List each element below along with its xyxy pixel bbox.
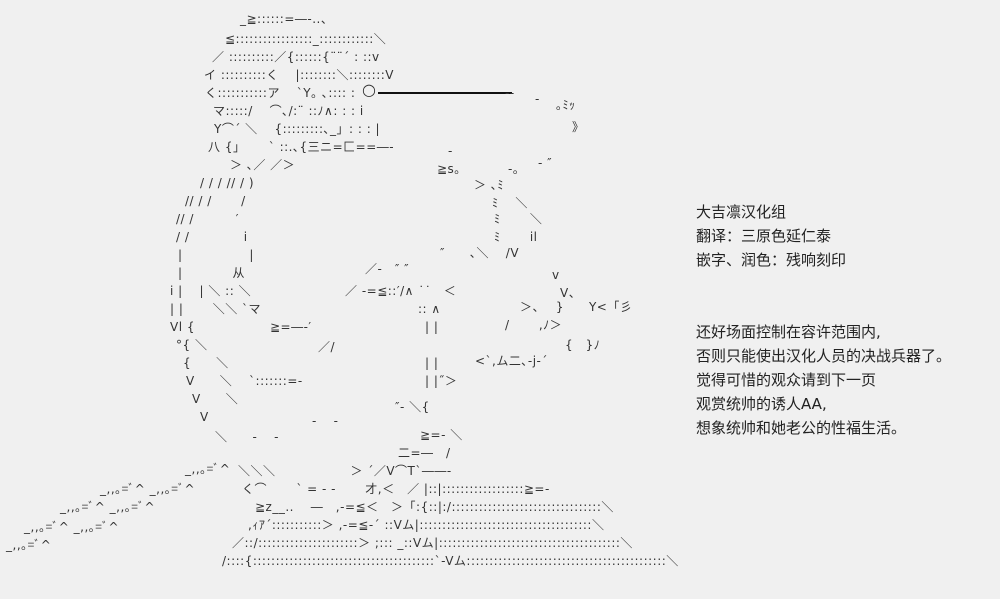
message-line: 观赏统帅的诱人AA, <box>696 395 827 413</box>
aa-line: ≦:::::::::::::::::_::::::::::::＼ <box>225 32 387 46</box>
aa-line: ″- ＼{ <box>395 400 430 414</box>
translator-notes: 大吉凛汉化组 翻译：三原色延仁泰 嵌字、润色：残响刻印 还好场面控制在容许范围内… <box>696 200 951 440</box>
aa-line: / / i <box>176 230 248 244</box>
aa-line: <`,ム二､-j-´ <box>475 354 548 368</box>
message-line: 想象统帅和她老公的性福生活。 <box>696 419 907 437</box>
aa-line: ＞ ､ﾐ <box>474 178 504 192</box>
aa-line: °{ ＼ <box>176 338 208 352</box>
aa-line: ≧=- ＼ <box>420 428 463 442</box>
aa-line: | |˝＞ <box>425 374 458 388</box>
aa-line: | | <box>178 248 254 262</box>
aa-line: ／::/::::::::::::::::::::::＞ ;::: _::Vム|:… <box>232 536 633 550</box>
aa-line: / / / // / ) <box>200 176 255 190</box>
aa-line: | | <box>425 356 439 370</box>
aa-line: | | ＼＼ `マ <box>170 302 262 316</box>
aa-line: ﾐ ＼ <box>492 196 528 210</box>
aa-line: ／ ::::::::::／{::::::{¨¨´ : ::v <box>212 50 380 64</box>
aa-line: v <box>552 268 560 282</box>
aa-line: ﾐ il <box>494 230 538 244</box>
aa-line: ＼ - - <box>215 430 279 444</box>
aa-line: ″ ､＼ /V <box>440 246 520 260</box>
aa-line: ／ ‐=≦::′/∧ ˙˙ ＜ <box>345 284 457 298</box>
aa-line: / ,ﾉ＞ <box>505 318 563 332</box>
aa-line: _,,｡=ﾞ^ _,,｡=ﾞ^ <box>24 520 120 534</box>
spacer <box>696 272 951 320</box>
aa-line: ＼＼＼ ＞ ´／V⌒T`――- <box>238 464 452 478</box>
message-line: 觉得可惜的观众请到下一页 <box>696 371 877 389</box>
aa-ring: ○ <box>362 80 377 99</box>
aa-line: _≧::::::=―‐..、 <box>240 12 334 26</box>
message-line: 还好场面控制在容许范围内, <box>696 323 881 341</box>
aa-line: く:::::::::::ア `Y｡ ､:::: : <box>205 86 356 100</box>
aa-rope-line <box>378 92 512 94</box>
aa-line: | | <box>425 320 439 334</box>
aa-line: - - <box>312 414 339 428</box>
aa-line: ≧s｡ <box>437 162 461 176</box>
aa-line: ＞ ､／ ／＞ <box>230 158 296 172</box>
aa-line: ≧z__.. ― ,-=≦＜ ＞「:{::|:/::::::::::::::::… <box>255 500 614 514</box>
group-name: 大吉凛汉化组 <box>696 203 787 221</box>
translator-credit: 翻译：三原色延仁泰 <box>696 227 832 245</box>
aa-line: ｡ﾐｯ <box>556 98 576 112</box>
aa-line: ,ｨｱ´:::::::::::＞ ,-=≦-´ ::Vム|:::::::::::… <box>248 518 605 532</box>
aa-line: ‐‐ <box>505 86 515 100</box>
aa-line: -｡ <box>508 162 520 176</box>
aa-line: V <box>200 410 209 424</box>
aa-line: | 从 <box>178 266 246 280</box>
aa-line: 二=― / <box>398 446 451 460</box>
aa-line: 八 {」 ` ::.､{三ニ=匚==―‐ <box>208 140 395 154</box>
aa-line: V ＼ <box>192 392 239 406</box>
aa-line: く⌒ ` = - - 才,＜ ／ |::|::::::::::::::::::≧… <box>242 482 550 496</box>
aa-line: // / / / <box>185 194 246 208</box>
aa-line: _,,｡=ﾞ^ <box>185 462 231 476</box>
aa-line: V ＼ `:::::::=- <box>186 374 303 388</box>
aa-line: - ″ <box>538 156 553 170</box>
typesetter-credit: 嵌字、润色：残响刻印 <box>696 251 847 269</box>
aa-line: Y⌒´ ＼ {:::::::::､_」: : : | <box>214 122 381 136</box>
aa-line: i | | ＼ :: ＼ <box>170 284 252 298</box>
aa-line: - <box>535 92 540 106</box>
aa-line: マ:::::/ ⌒､/:¨ ::ﾉ∧: : : i <box>213 104 364 118</box>
aa-line: { }ﾉ <box>565 338 601 352</box>
aa-line: _,,｡=ﾞ^ _,,｡=ﾞ^ <box>60 500 156 514</box>
aa-line: ／/ <box>318 340 336 354</box>
aa-line: // / ′ <box>176 212 239 226</box>
aa-line: _,,｡=ﾞ^ _,,｡=ﾞ^ <box>100 482 196 496</box>
aa-line: :: ∧ <box>418 302 441 316</box>
aa-line: ＞、 } Y<「彡 <box>520 300 633 314</box>
aa-line: ／- ″ ″ <box>365 262 410 276</box>
aa-line: V、 <box>560 286 582 300</box>
aa-line: ﾐ ＼ <box>494 212 543 226</box>
message-line: 否则只能使出汉化人员的决战兵器了。 <box>696 347 952 365</box>
aa-line: - <box>448 144 453 158</box>
aa-line: /::::{::::::::::::::::::::::::::::::::::… <box>222 554 679 568</box>
aa-line: Vl { ≧=―‐′ <box>170 320 312 334</box>
aa-line: { ＼ <box>183 356 229 370</box>
aa-line: イ ::::::::::く |::::::::＼::::::::V <box>204 68 394 82</box>
aa-line: _,,｡=ﾞ^ <box>6 538 52 552</box>
aa-line: 》 <box>572 120 585 134</box>
